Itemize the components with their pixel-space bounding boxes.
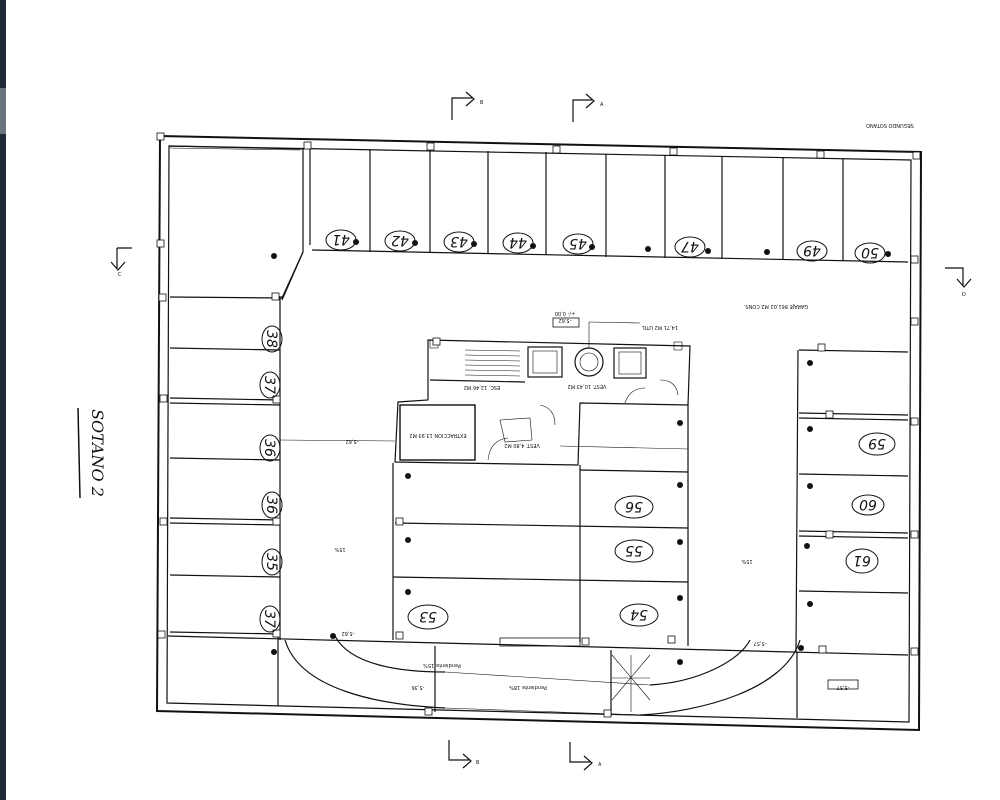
space-47: 47 (681, 238, 699, 254)
space-37: 37 (261, 376, 277, 394)
viewer-left-strip-handle[interactable] (0, 88, 6, 134)
room-vestibulo-small: VEST. 4,80 M2 (504, 442, 540, 448)
direction-right: 15% (741, 558, 752, 564)
space-60: 60 (859, 496, 877, 512)
space-38: 38 (263, 330, 279, 348)
level-bottom-right: -5,57 (754, 640, 767, 646)
space-42: 42 (391, 232, 409, 248)
level-top-mid: -5,62 (559, 317, 572, 323)
level-small: +/- 0,00 (555, 310, 575, 316)
marker-top-b: B (480, 100, 484, 106)
space-55: 55 (625, 542, 643, 558)
marker-top-a: A (600, 102, 604, 108)
space-56: 56 (625, 498, 643, 514)
space-61: 61 (853, 552, 871, 568)
level-ramp-a: -5,36 (412, 684, 425, 690)
garage-label: GARAJE 861,02 M2 CONS. (743, 303, 808, 309)
level-left: -5,62 (346, 438, 359, 444)
viewer-left-strip (0, 0, 6, 800)
level-bottom-right-box: -5,57 (837, 684, 850, 690)
ramp-bottom-label: Pendiente 18% (509, 684, 547, 690)
room-extraccion: EXTRACCION 13,93 M2 (409, 432, 466, 438)
section-marker-bottom-a (569, 742, 593, 771)
space-50: 50 (861, 244, 879, 260)
space-44: 44 (509, 234, 527, 250)
ramp-left-label: Pendiente 15% (423, 662, 461, 668)
space-43: 43 (450, 233, 468, 249)
area-label: 14,71 M2 UTIL (642, 324, 678, 330)
ramp-right-inner (649, 639, 751, 686)
room-vestibulo-top: VEST. 10,43 M2 (568, 383, 607, 389)
marker-bottom-b: B (476, 760, 480, 766)
ramp-left-inner (334, 635, 446, 673)
plan-heading: SEGUNDO SOTANO (866, 122, 914, 128)
outer-wall (155, 134, 923, 732)
space-36b: 36 (263, 496, 279, 514)
ramp-right-curve (639, 639, 801, 716)
section-marker-top-a (572, 93, 595, 122)
sheet-title: SOTANO 2 (88, 409, 107, 497)
space-45: 45 (569, 235, 587, 251)
section-marker-left (110, 247, 132, 271)
section-marker-right (945, 267, 972, 288)
space-59: 59 (868, 435, 886, 451)
space-36a: 36 (261, 439, 277, 457)
room-escalera: ESC. 12,46 M2 (464, 384, 500, 390)
ramp-left-curve (284, 639, 446, 709)
level-bottom-left: -5,62 (342, 630, 355, 636)
space-35: 35 (263, 553, 279, 571)
space-53: 53 (419, 608, 437, 624)
marker-bottom-a: A (598, 762, 602, 768)
core-outline (394, 339, 691, 466)
space-54: 54 (630, 606, 648, 622)
space-49: 49 (803, 242, 821, 258)
section-marker-top-b (451, 91, 475, 120)
marker-left: C (118, 272, 122, 278)
marker-right: D (962, 292, 966, 298)
top-parking-boundary (309, 148, 909, 263)
section-marker-bottom-b (448, 740, 472, 769)
space-37b: 37 (261, 610, 277, 628)
direction-left: 15% (334, 546, 345, 552)
space-41: 41 (332, 231, 350, 247)
inner-wall (166, 145, 912, 723)
